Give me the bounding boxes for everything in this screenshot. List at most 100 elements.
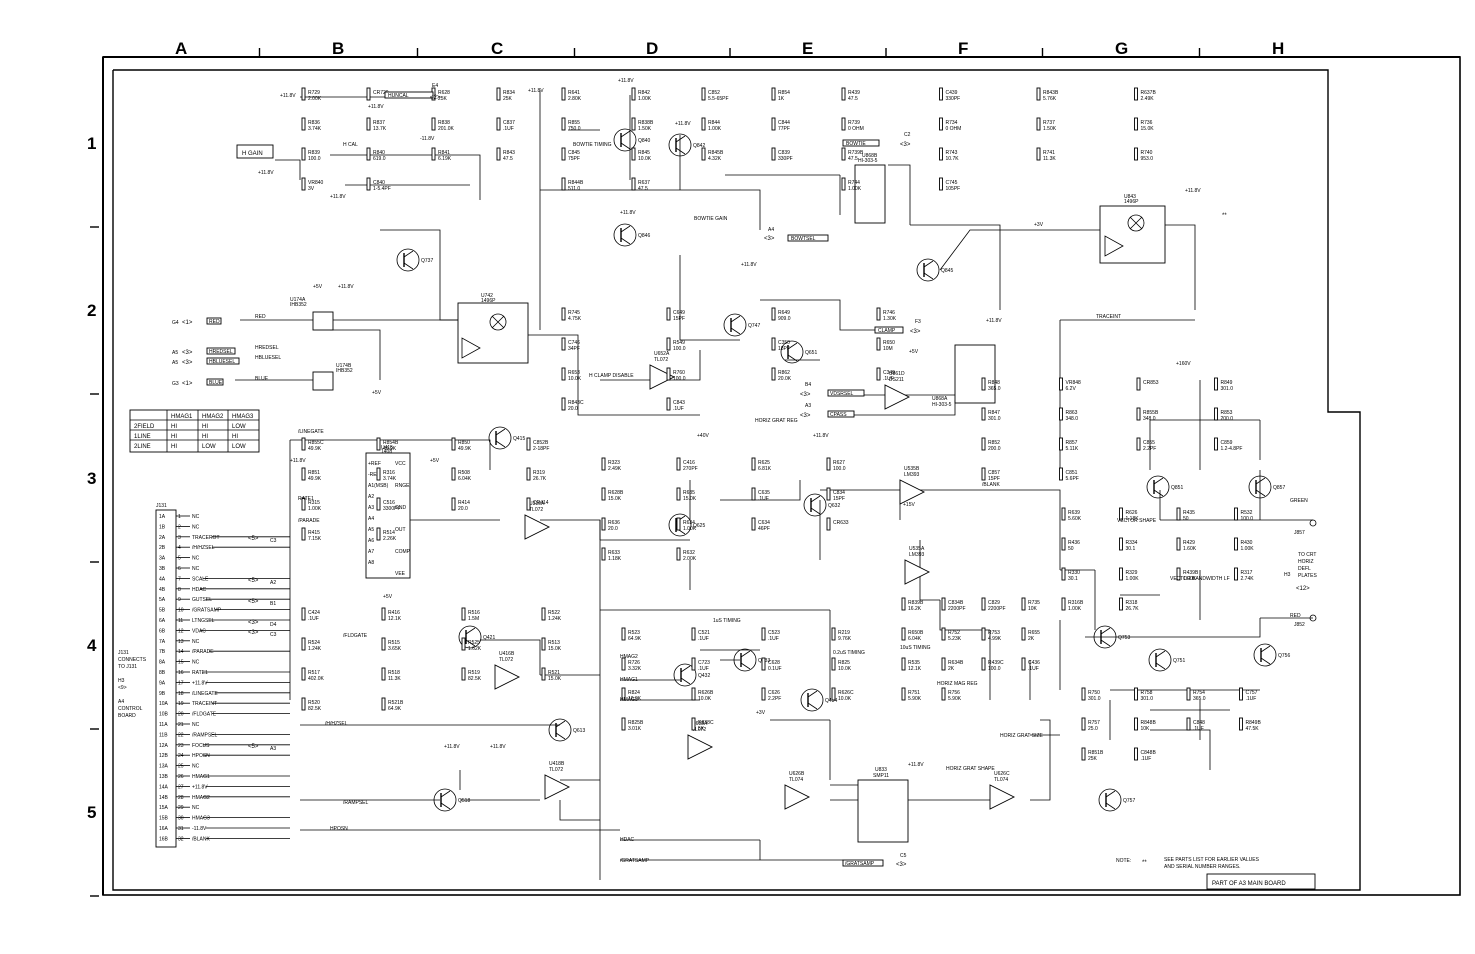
component-ref: C844 <box>778 120 790 126</box>
component-value: 3.74K <box>308 126 322 132</box>
component-value: 365.0 <box>988 386 1001 392</box>
component-ref: R641 <box>568 90 580 96</box>
component-body <box>751 517 756 531</box>
component-ref: R843B <box>1043 90 1059 96</box>
green-jack-symbol <box>1309 519 1317 527</box>
u626b-part: TL074 <box>789 777 803 783</box>
transistor-collector <box>675 135 686 143</box>
ref-cpass-loc: A3 <box>805 403 811 409</box>
u626c-opamp <box>989 784 1016 810</box>
u626b-ref: U626B <box>789 771 805 777</box>
component-ref: R839 <box>308 150 320 156</box>
component-ref: R627 <box>833 460 845 466</box>
component-ref: R850 <box>458 440 470 446</box>
component-value: 6.2V <box>1066 386 1077 392</box>
u415-pin-left: A3 <box>368 505 374 511</box>
ref-hcal: <2> <box>430 95 441 101</box>
ref-bowtie: <3> <box>900 142 911 148</box>
rail-label: +11.8V <box>290 458 306 464</box>
transistor-collector <box>807 690 818 698</box>
component-body <box>901 627 906 641</box>
wire-trace <box>679 255 740 341</box>
component-body <box>831 657 836 671</box>
j131-pin-number: 31 <box>178 826 184 832</box>
component-value: 3.74K <box>383 476 397 482</box>
component-ref: R752 <box>948 630 960 636</box>
ref-crt-loc: H3 <box>1284 572 1291 578</box>
j131-connects-line: TO J131 <box>118 664 137 670</box>
net-cpass: CPASS <box>830 412 847 418</box>
transistor-Q518 <box>433 788 457 812</box>
component-body <box>631 177 636 191</box>
net-parade: /PARADE <box>298 518 320 524</box>
transistor-label: Q415 <box>513 436 525 442</box>
component-body <box>1059 467 1063 481</box>
crt-line-1: TO CRT <box>1298 552 1316 558</box>
component-value: 11.3K <box>1043 156 1056 162</box>
component-body <box>301 87 306 101</box>
component-body <box>1059 407 1063 421</box>
component-value: 12.1K <box>388 616 402 622</box>
component-ref: C848 <box>1193 720 1205 726</box>
transistor-label: Q857 <box>1273 485 1285 491</box>
component-body <box>1234 507 1238 521</box>
note-label: NOTE: <box>1116 858 1131 864</box>
component-ref: R848 <box>988 380 1000 386</box>
component-ref: R737 <box>1043 120 1055 126</box>
j131-pin: 14B <box>159 795 169 801</box>
transistor-Q434 <box>800 688 824 712</box>
transistor-collector <box>403 250 414 258</box>
component-ref: C757 <box>1246 690 1258 696</box>
transistor-collector <box>810 495 821 503</box>
j131-pin-number: 21 <box>178 722 184 728</box>
component-ref: R549 <box>673 340 685 346</box>
j131-pin: 16B <box>159 836 169 842</box>
j131-pin-number: 18 <box>178 691 184 697</box>
transistor-Q845 <box>916 258 940 282</box>
component-value: .1UF <box>673 406 684 412</box>
component-ref: R415 <box>308 530 320 536</box>
component-ref: R836 <box>308 120 320 126</box>
wire-trace <box>760 299 875 331</box>
component-body <box>366 87 371 101</box>
j131-pin: 15A <box>159 805 169 811</box>
component-body <box>771 117 776 131</box>
net-hbluesel-wire: HBLUESEL <box>255 355 281 361</box>
component-value: 200.0 <box>988 446 1001 452</box>
j131-signal: NC <box>192 524 200 530</box>
net-rampsel: /RAMPSEL <box>343 800 369 806</box>
component-body <box>876 307 881 321</box>
component-body <box>701 147 706 161</box>
component-ref: R535 <box>908 660 920 666</box>
j131-pin: 13A <box>159 764 169 770</box>
component-value: 100.0 <box>1241 516 1254 522</box>
component-ref: R515 <box>388 640 400 646</box>
net-rate1: RATE1 <box>298 496 314 502</box>
u535b-opamp <box>899 479 926 505</box>
component-body <box>666 367 671 381</box>
j131-pin-number: 26 <box>178 774 184 780</box>
wire-trace <box>480 639 541 675</box>
ref-red-in: <1> <box>182 320 193 326</box>
j131-signal: GUTSEL <box>192 597 212 603</box>
component-body <box>841 87 846 101</box>
component-body <box>366 177 371 191</box>
component-value: 47.5 <box>503 156 513 162</box>
ref-bowtie-loc: C2 <box>904 132 911 138</box>
component-ref: R439C <box>988 660 1004 666</box>
component-ref: R840 <box>373 150 385 156</box>
component-value: 10.0K <box>568 376 582 382</box>
component-body <box>621 687 626 701</box>
component-ref: C829 <box>988 600 1000 606</box>
transistor-label: Q842 <box>693 143 705 149</box>
component-ref: C521 <box>698 630 710 636</box>
component-value: 330PF <box>946 96 961 102</box>
component-value: 26.7K <box>1126 606 1140 612</box>
component-body <box>691 627 696 641</box>
component-ref: R753 <box>988 630 1000 636</box>
wire-trace <box>330 154 481 200</box>
j131-pin-number: 22 <box>178 732 184 738</box>
component-value: 47.5 <box>848 96 858 102</box>
j131-pin-number: 13 <box>178 639 184 645</box>
